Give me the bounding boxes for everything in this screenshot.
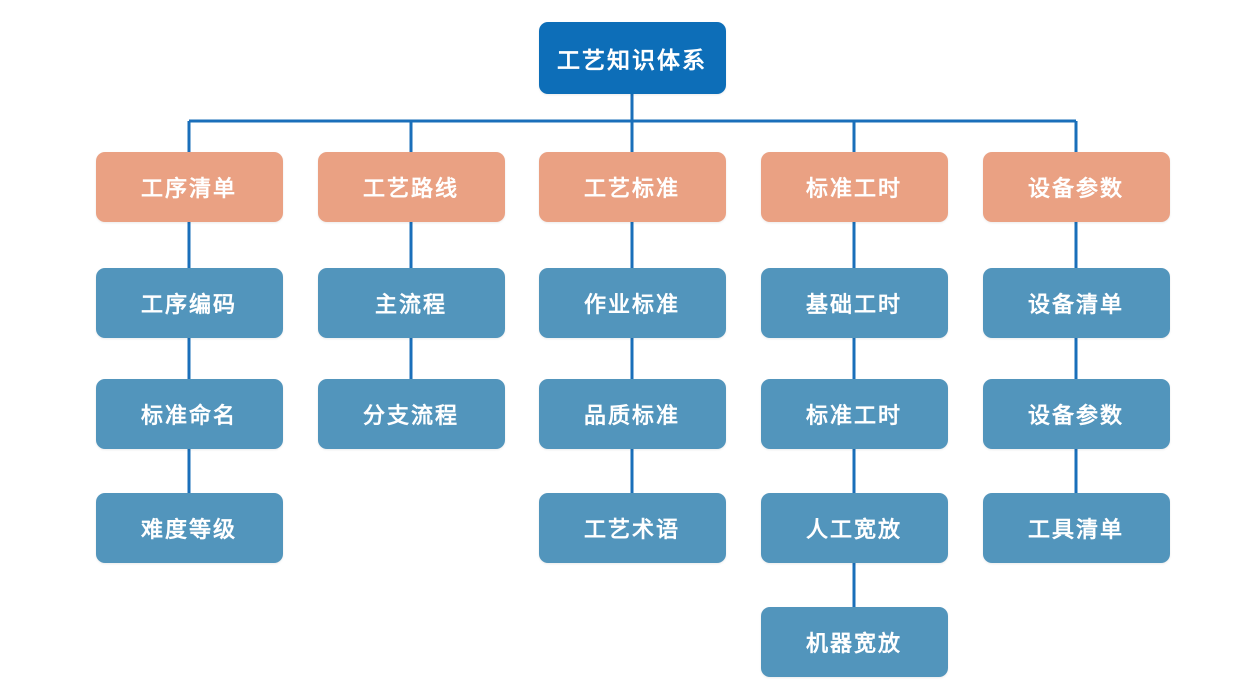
category-node-2: 工艺标准 <box>538 152 726 222</box>
category-node-0: 工序清单 <box>95 152 283 222</box>
child-node-3-2: 人工宽放 <box>760 493 948 563</box>
child-node-3-1: 标准工时 <box>760 379 948 449</box>
child-node-0-0: 工序编码 <box>95 268 283 338</box>
child-node-4-0: 设备清单 <box>982 268 1170 338</box>
child-node-0-2: 难度等级 <box>95 493 283 563</box>
child-node-3-0: 基础工时 <box>760 268 948 338</box>
category-node-1: 工艺路线 <box>317 152 505 222</box>
root-node: 工艺知识体系 <box>538 22 726 94</box>
child-node-1-1: 分支流程 <box>317 379 505 449</box>
child-node-1-0: 主流程 <box>317 268 505 338</box>
child-node-4-2: 工具清单 <box>982 493 1170 563</box>
child-node-0-1: 标准命名 <box>95 379 283 449</box>
category-node-3: 标准工时 <box>760 152 948 222</box>
child-node-2-2: 工艺术语 <box>538 493 726 563</box>
category-node-4: 设备参数 <box>982 152 1170 222</box>
child-node-2-1: 品质标准 <box>538 379 726 449</box>
child-node-2-0: 作业标准 <box>538 268 726 338</box>
child-node-3-3: 机器宽放 <box>760 607 948 677</box>
child-node-4-1: 设备参数 <box>982 379 1170 449</box>
